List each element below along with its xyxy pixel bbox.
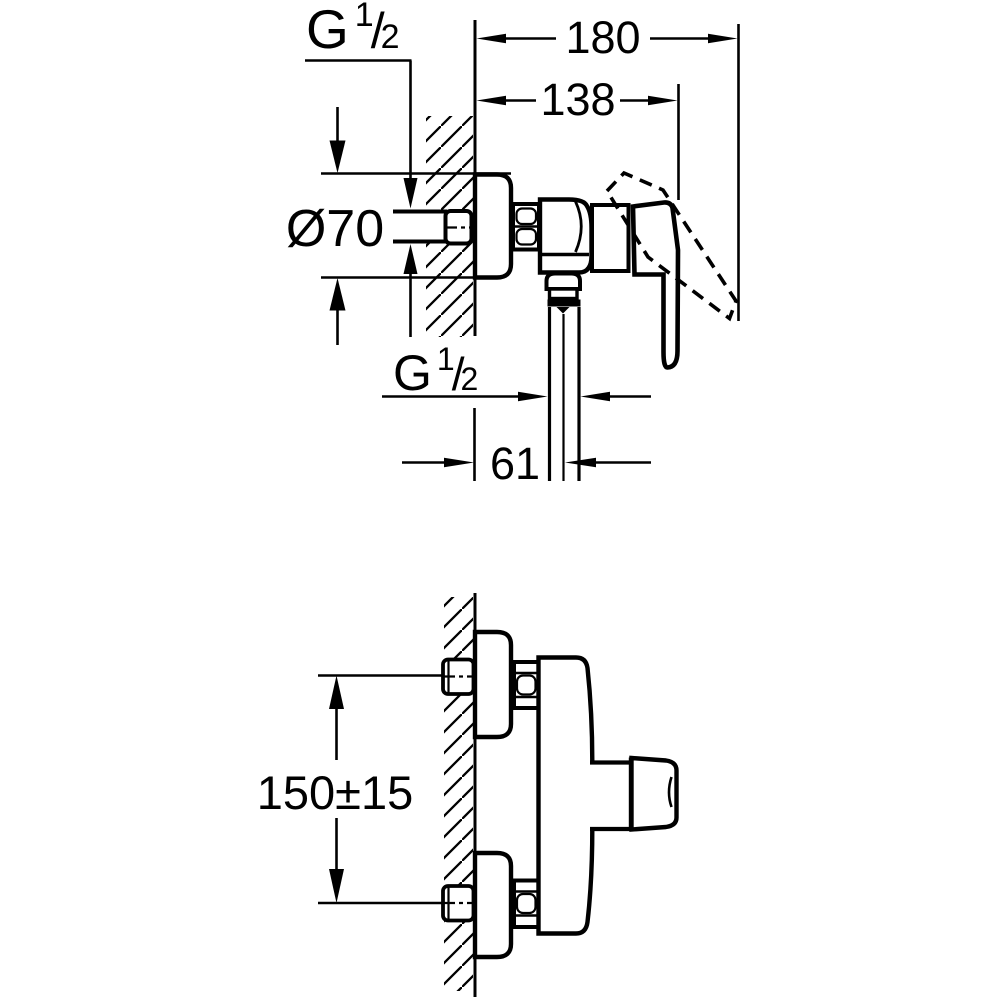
- arrowhead-up: [329, 675, 344, 709]
- dim-138-label: 138: [540, 74, 615, 125]
- dim-150-label: 150±15: [257, 766, 414, 819]
- arrowhead-down: [329, 869, 344, 903]
- arrowhead-left: [476, 33, 506, 44]
- dimension-connection-centers: 150±15: [257, 674, 444, 905]
- arrowhead-right: [444, 457, 474, 468]
- body-dome-contour: [574, 200, 583, 253]
- arrowhead-right: [708, 33, 738, 44]
- arrowhead-up: [403, 244, 418, 274]
- supply-pipe: [393, 209, 447, 244]
- arrowhead-left: [580, 391, 610, 402]
- arrowhead-down: [329, 140, 346, 173]
- outlet-spout: [589, 755, 679, 832]
- dimension-total-depth: 180: [476, 12, 740, 321]
- dim-dia70-label: Ø70: [286, 200, 384, 258]
- wall-connection-nut: [443, 209, 474, 246]
- dim-180-label: 180: [565, 12, 640, 63]
- spout-end-contour: [667, 776, 673, 808]
- mixer-body-side: [537, 197, 594, 275]
- hose-crimp-band: [547, 299, 581, 307]
- upper-escutcheon: [472, 629, 514, 740]
- lower-wall-nut: [441, 884, 476, 923]
- lower-union-nut: [512, 878, 541, 929]
- upper-wall-nut: [441, 657, 476, 696]
- dim-61-label: 61: [490, 438, 540, 489]
- lever-handle: [630, 200, 681, 370]
- spout-head: [629, 755, 679, 832]
- arrowhead-right: [518, 391, 548, 402]
- arrowhead-left: [476, 95, 506, 106]
- escutcheon-side: [472, 172, 514, 280]
- dimension-depth-to-lever: 138: [476, 74, 680, 200]
- arrowhead-left: [565, 457, 596, 468]
- dimension-hose-offset: 61: [402, 408, 651, 489]
- dimension-escutcheon-diameter: Ø70: [286, 107, 511, 345]
- mixer-body-bottom: [536, 655, 595, 936]
- upper-union-nut: [512, 660, 541, 710]
- arrowhead-up: [329, 278, 346, 311]
- arrowhead-right: [648, 95, 678, 106]
- lower-escutcheon: [472, 850, 514, 960]
- hose-outlet: [544, 271, 582, 481]
- arrowhead-down: [403, 178, 418, 209]
- union-nut-side: [511, 202, 541, 252]
- lever-handle-raised-dashed: [605, 170, 739, 322]
- wall-hatching: [444, 597, 473, 991]
- bottom-view: 150±15: [257, 593, 679, 997]
